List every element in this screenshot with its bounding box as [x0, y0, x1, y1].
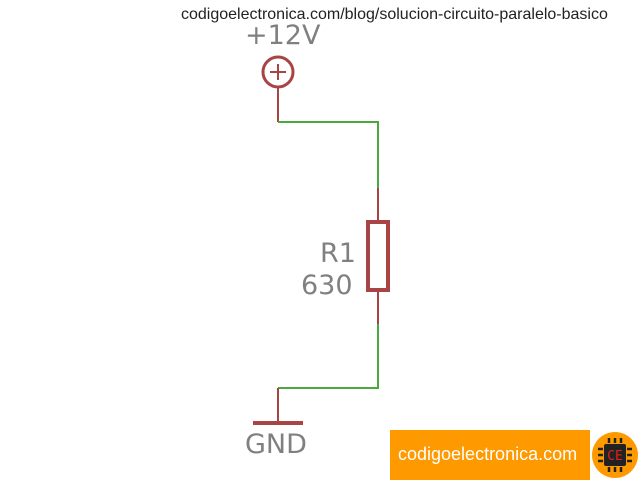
- wire-bottom: [278, 324, 379, 389]
- resistor-symbol: [366, 188, 390, 324]
- logo-text: CE: [607, 449, 623, 464]
- supply-label: +12V: [245, 20, 321, 51]
- resistor-value: 630: [301, 270, 353, 301]
- wire-top: [278, 121, 379, 188]
- ground-symbol: [253, 388, 303, 425]
- ground-label: GND: [245, 429, 307, 460]
- site-banner[interactable]: codigoelectronica.com: [390, 430, 590, 480]
- supply-symbol: [261, 55, 295, 122]
- resistor-name: R1: [320, 238, 356, 269]
- source-url: codigoelectronica.com/blog/solucion-circ…: [181, 6, 608, 23]
- logo-icon: CE: [592, 432, 638, 478]
